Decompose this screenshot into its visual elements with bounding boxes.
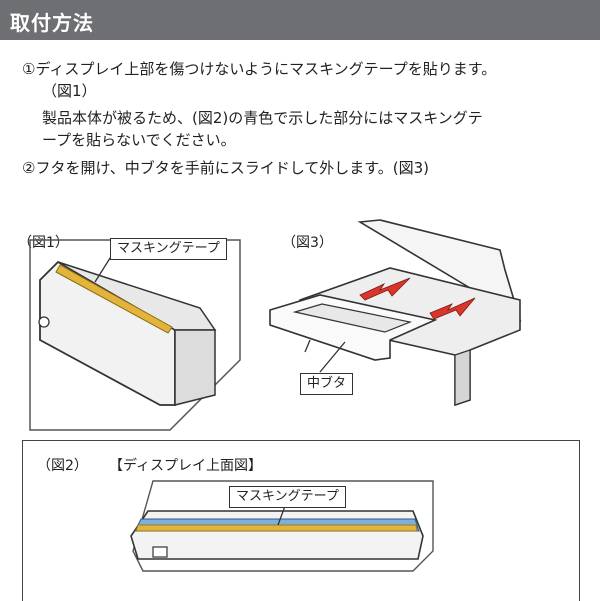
step1-text: ①ディスプレイ上部を傷つけないようにマスキングテープを貼ります。: [22, 60, 497, 78]
step1-note-line2: ープを貼らないでください。: [42, 131, 236, 149]
fig3-label: （図3）: [282, 235, 333, 251]
fig3-inner-cover-callout: 中ブタ: [300, 373, 354, 395]
fig2-title: 【ディスプレイ上面図】: [109, 458, 263, 474]
section-title: 取付方法: [10, 11, 94, 35]
step1-figure-ref: （図1）: [42, 82, 97, 100]
step2-text: ②フタを開け、中ブタを手前にスライドして外します。(図3): [22, 159, 429, 177]
step1-note-line1: 製品本体が被るため、(図2)の青色で示した部分にはマスキングテ: [42, 109, 483, 127]
fig2-panel: （図2） 【ディスプレイ上面図】 マスキングテープ: [22, 440, 580, 601]
fig2-tape-callout: マスキングテープ: [229, 486, 346, 508]
section-header: 取付方法: [0, 0, 600, 40]
fig2-label: （図2）: [37, 458, 88, 474]
fig1-tape-callout: マスキングテープ: [110, 238, 227, 260]
fig2-topview-illustration: [130, 480, 434, 572]
